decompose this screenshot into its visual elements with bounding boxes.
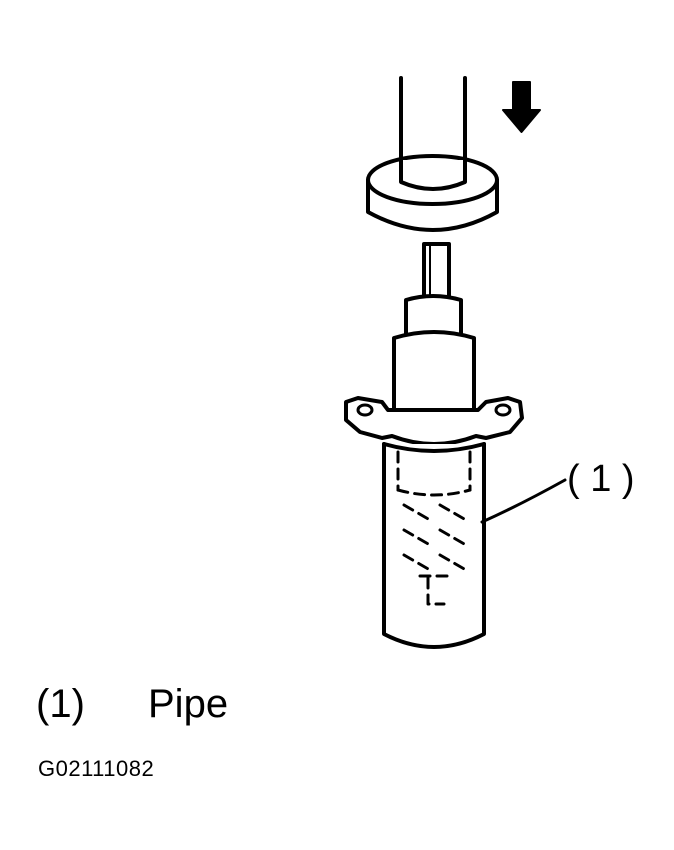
down-arrow-icon	[502, 81, 541, 133]
legend-item-pipe: (1) Pipe	[36, 680, 228, 728]
legend-ref: (1)	[36, 682, 85, 726]
figure-code: G02111082	[38, 756, 155, 781]
hidden-internal-lines	[396, 450, 472, 606]
legend-label: Pipe	[148, 682, 229, 726]
callout-label-1: ( 1 )	[567, 458, 635, 500]
callout-leader-1	[480, 478, 567, 524]
mounting-flange	[344, 396, 524, 446]
pipe	[382, 442, 486, 649]
shaft-pin	[422, 242, 451, 302]
shaft-body	[392, 330, 476, 416]
press-adapter	[366, 154, 499, 232]
